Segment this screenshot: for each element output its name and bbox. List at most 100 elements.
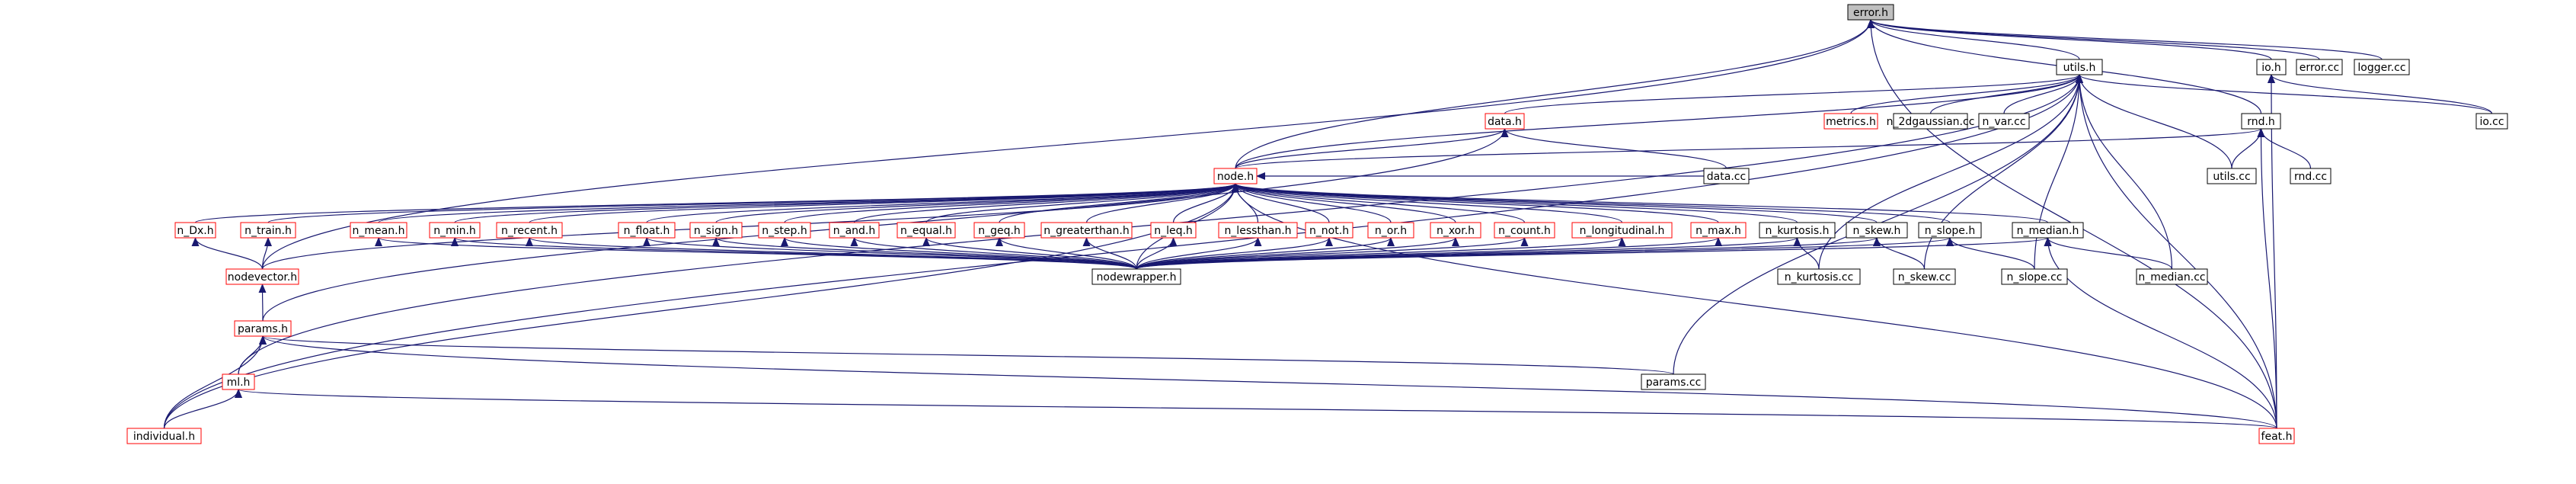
node-label: n_Dx.h [177, 225, 213, 237]
graph-node-node_h[interactable]: node.h [1213, 168, 1258, 184]
graph-node-n_2dgaussian_cc[interactable]: n_2dgaussian.cc [1887, 113, 1975, 130]
node-label: n_max.h [1695, 225, 1741, 237]
graph-node-n_leq_h[interactable]: n_leq.h [1150, 222, 1197, 239]
node-label: feat.h [2261, 431, 2293, 443]
edge-utils_cc-to-utils_h [2076, 74, 2232, 169]
node-box [350, 222, 407, 239]
node-label: n_leq.h [1154, 225, 1193, 237]
edge-nodevector_h-to-node_h [261, 183, 1239, 270]
graph-node-params_cc[interactable]: params.cc [1641, 373, 1706, 390]
node-box [2354, 59, 2410, 75]
edge-metrics_h-to-utils_h [1850, 74, 2083, 114]
graph-node-n_kurtosis_cc[interactable]: n_kurtosis.cc [1777, 268, 1861, 285]
graph-node-n_lessthan_h[interactable]: n_lessthan.h [1218, 222, 1298, 239]
node-label: logger.cc [2357, 62, 2405, 74]
node-label: n_geq.h [978, 225, 1021, 237]
edge-io_cc-to-utils_h [2076, 74, 2493, 114]
graph-node-n_greaterthan_h[interactable]: n_greaterthan.h [1040, 222, 1133, 239]
graph-node-n_median_cc[interactable]: n_median.cc [2136, 268, 2208, 285]
graph-node-ml_h[interactable]: ml.h [222, 373, 255, 390]
node-label: n_recent.h [501, 225, 558, 237]
graph-node-n_geq_h[interactable]: n_geq.h [973, 222, 1025, 239]
graph-node-metrics_h[interactable]: metrics.h [1823, 113, 1878, 130]
edge-rnd_cc-to-rnd_h [2257, 128, 2312, 169]
graph-node-n_min_h[interactable]: n_min.h [429, 222, 481, 239]
node-label: n_equal.h [900, 225, 952, 237]
graph-node-n_and_h[interactable]: n_and.h [829, 222, 880, 239]
edge-layer [163, 19, 2493, 429]
graph-node-n_skew_cc[interactable]: n_skew.cc [1893, 268, 1956, 285]
node-label: rnd.cc [2294, 171, 2327, 183]
graph-node-n_equal_h[interactable]: n_equal.h [896, 222, 956, 239]
node-label: n_greaterthan.h [1044, 225, 1129, 237]
node-box [758, 222, 811, 239]
graph-node-io_h[interactable]: io.h [2256, 59, 2287, 75]
graph-node-data_cc[interactable]: data.cc [1703, 168, 1750, 184]
node-label: n_xor.h [1437, 225, 1475, 237]
graph-node-n_slope_h[interactable]: n_slope.h [1918, 222, 1982, 239]
node-label: n_var.cc [1982, 116, 2025, 128]
node-box [1485, 113, 1525, 130]
graph-node-n_float_h[interactable]: n_float.h [618, 222, 676, 239]
graph-node-nodewrapper_h[interactable]: nodewrapper.h [1091, 268, 1181, 285]
edge-nodewrapper_h-to-n_and_h [850, 237, 1137, 270]
node-label: nodewrapper.h [1097, 271, 1177, 284]
graph-node-error_cc[interactable]: error.cc [2296, 59, 2343, 75]
graph-node-n_step_h[interactable]: n_step.h [758, 222, 811, 239]
node-box [174, 222, 216, 239]
graph-node-n_count_h[interactable]: n_count.h [1494, 222, 1555, 239]
node-label: error.h [1853, 7, 1888, 19]
graph-node-n_Dx_h[interactable]: n_Dx.h [174, 222, 216, 239]
edge-nodewrapper_h-to-n_leq_h [1136, 237, 1178, 270]
edge-nodewrapper_h-to-n_equal_h [922, 237, 1137, 270]
node-label: n_not.h [1309, 225, 1349, 237]
graph-node-io_cc[interactable]: io.cc [2475, 113, 2508, 130]
graph-node-n_max_h[interactable]: n_max.h [1690, 222, 1747, 239]
graph-node-individual_h[interactable]: individual.h [126, 428, 202, 444]
graph-node-n_skew_h[interactable]: n_skew.h [1846, 222, 1908, 239]
edge-feat_h-to-n_median_h [2044, 237, 2277, 429]
edge-nodewrapper_h-to-n_step_h [781, 237, 1137, 270]
graph-node-feat_h[interactable]: feat.h [2258, 428, 2295, 444]
node-box [1367, 222, 1414, 239]
node-label: n_skew.cc [1898, 271, 1951, 284]
edge-feat_h-to-node_h [1232, 183, 2277, 429]
edge-nodewrapper_h-to-n_mean_h [375, 237, 1137, 270]
node-box [2012, 222, 2084, 239]
edge-nodewrapper_h-to-n_median_h [1136, 237, 2051, 270]
graph-node-params_h[interactable]: params.h [234, 320, 292, 337]
node-label: n_and.h [833, 225, 876, 237]
graph-node-n_mean_h[interactable]: n_mean.h [350, 222, 407, 239]
graph-node-n_sign_h[interactable]: n_sign.h [689, 222, 743, 239]
graph-node-utils_cc[interactable]: utils.cc [2207, 168, 2257, 184]
node-label: n_2dgaussian.cc [1887, 116, 1975, 128]
node-box [222, 373, 255, 390]
node-box [1823, 113, 1878, 130]
graph-node-n_kurtosis_h[interactable]: n_kurtosis.h [1759, 222, 1836, 239]
graph-node-n_var_cc[interactable]: n_var.cc [1978, 113, 2030, 130]
graph-node-n_recent_h[interactable]: n_recent.h [496, 222, 563, 239]
graph-node-n_not_h[interactable]: n_not.h [1305, 222, 1354, 239]
edge-n_kurtosis_cc-to-n_kurtosis_h [1793, 237, 1820, 270]
graph-node-n_slope_cc[interactable]: n_slope.cc [2001, 268, 2068, 285]
graph-node-n_median_h[interactable]: n_median.h [2012, 222, 2084, 239]
graph-node-n_xor_h[interactable]: n_xor.h [1430, 222, 1481, 239]
node-label: n_float.h [624, 225, 670, 237]
node-box [1040, 222, 1133, 239]
graph-node-rnd_cc[interactable]: rnd.cc [2290, 168, 2332, 184]
node-label: n_skew.h [1853, 225, 1901, 237]
node-box [689, 222, 743, 239]
graph-node-utils_h[interactable]: utils.h [2056, 59, 2103, 75]
graph-node-n_longitudinal_h[interactable]: n_longitudinal.h [1571, 222, 1673, 239]
node-box [126, 428, 202, 444]
graph-node-rnd_h[interactable]: rnd.h [2241, 113, 2281, 130]
node-box [1213, 168, 1258, 184]
graph-node-nodevector_h[interactable]: nodevector.h [225, 268, 299, 285]
graph-node-n_or_h[interactable]: n_or.h [1367, 222, 1414, 239]
node-box [1847, 4, 1894, 21]
edge-individual_h-to-utils_h [163, 74, 2083, 429]
graph-node-n_train_h[interactable]: n_train.h [240, 222, 296, 239]
graph-node-data_h[interactable]: data.h [1485, 113, 1525, 130]
node-label: n_slope.h [1925, 225, 1975, 237]
graph-node-logger_cc[interactable]: logger.cc [2354, 59, 2410, 75]
